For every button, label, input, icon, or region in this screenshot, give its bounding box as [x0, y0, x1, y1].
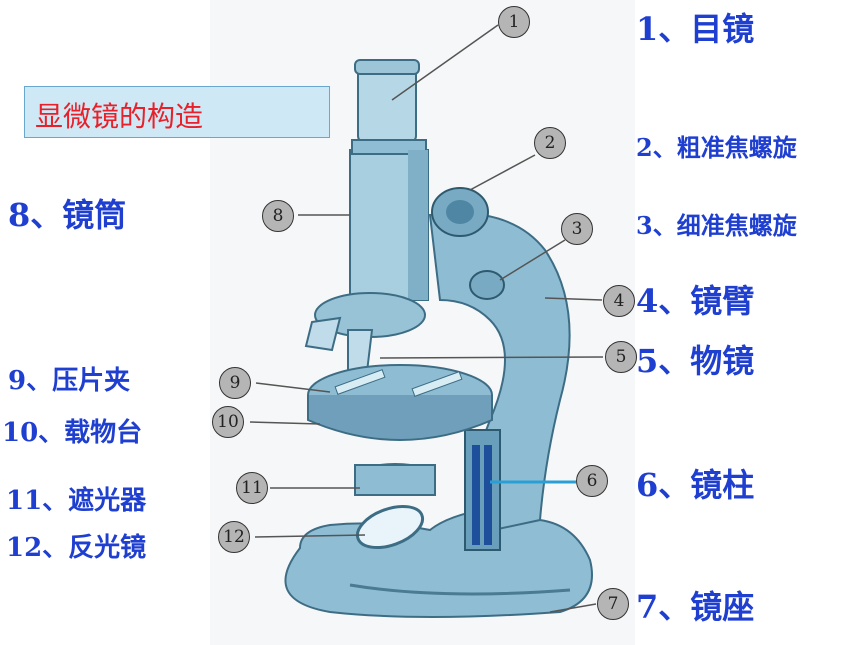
label-objective: 5、物镜 [636, 342, 755, 380]
label-base: 7、镜座 [636, 588, 755, 626]
label-pillar: 6、镜柱 [636, 466, 755, 504]
label-fine-focus: 3、细准焦螺旋 [636, 211, 797, 240]
label-mirror: 12、反光镜 [6, 533, 147, 563]
marker-2: 2 [534, 127, 566, 159]
marker-3: 3 [561, 213, 593, 245]
fine-knob-shape [469, 270, 505, 300]
label-stage: 10、载物台 [2, 418, 143, 448]
label-tube: 8、镜筒 [8, 196, 127, 234]
mirror-shape [355, 504, 425, 550]
pillar-shape [464, 429, 501, 551]
arm-shape [428, 212, 571, 537]
marker-7: 7 [597, 588, 629, 620]
marker-1: 1 [498, 6, 530, 38]
diagram-title: 显微镜的构造 [35, 100, 204, 133]
label-diaphragm: 11、遮光器 [6, 486, 147, 516]
marker-4: 4 [603, 285, 635, 317]
marker-6: 6 [576, 465, 608, 497]
marker-10: 10 [212, 406, 244, 438]
marker-5: 5 [605, 341, 637, 373]
label-stage-clip: 9、压片夹 [8, 366, 131, 396]
marker-8: 8 [262, 200, 294, 232]
label-eyepiece: 1、目镜 [636, 10, 755, 48]
base-shape [284, 503, 593, 618]
marker-12: 12 [218, 521, 250, 553]
title-box: 显微镜的构造 [24, 86, 330, 138]
marker-9: 9 [219, 367, 251, 399]
label-coarse-focus: 2、粗准焦螺旋 [636, 133, 797, 162]
marker-11: 11 [236, 472, 268, 504]
label-arm: 4、镜臂 [636, 282, 755, 320]
